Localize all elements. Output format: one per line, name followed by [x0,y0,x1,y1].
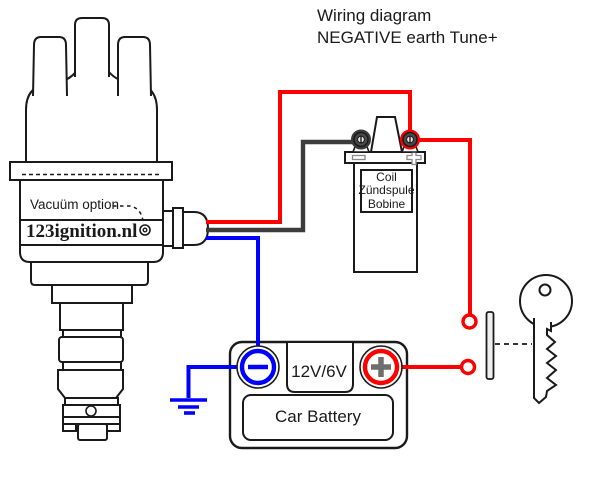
drive-base [62,416,121,425]
wires [186,90,472,398]
switch-lever-bar [485,311,495,380]
battery-positive-terminal [359,345,403,389]
switch-contacts [459,313,478,376]
shaft-block-d [58,336,124,363]
coil-positive-terminal [400,129,420,153]
shaft-block-a [51,284,133,304]
battery-voltage-label: 12V/6V [291,362,347,381]
shaft-pin-hole [85,405,97,417]
red-wire-distributor-to-coil [206,90,412,224]
shaft-ring-e [62,361,122,371]
ignition-coil [344,116,426,273]
coil-cap-bar [344,151,426,164]
coil-plus-emboss [406,149,422,166]
battery-name-label: Car Battery [275,407,361,426]
ground-symbol-icon [170,398,207,415]
coil-negative-terminal [351,129,371,153]
coil-label-line-1: Coil [376,169,397,184]
battery-terminals [236,345,403,389]
battery-negative-terminal [236,345,280,389]
red-wire-coil-to-switch [410,138,472,314]
distributor-brand-label: 123ignition.nl [26,221,138,242]
cap-tower-left [32,36,68,97]
vacuum-option-label: Vacuüm option [30,197,120,212]
coil-label-line-3: Bobine [367,196,406,211]
coil-terminals [351,129,420,153]
drive-dog [77,423,108,441]
plus-sign [371,357,391,377]
title-line-2: NEGATIVE earth Tune+ [317,28,498,47]
blue-wire-battery-to-ground [186,365,243,398]
connector-neck-2 [172,207,184,249]
shaft-block-b [59,302,124,331]
shaft-neck [30,261,149,286]
switch-contact-battery [459,358,477,376]
key-head [519,274,573,328]
drive-tab-left [62,423,77,432]
vacuum-pointer-dashes [113,205,144,222]
shaft-collar-g [64,397,119,406]
coil-label: Coil Zündspule Bobine [358,169,415,212]
battery-name-box [242,394,394,441]
title-line-1: Wiring diagram [317,6,432,25]
coil-label-box [360,169,413,213]
cap-flange [9,161,173,181]
connector-plug [182,211,210,246]
ignition-switch [485,311,532,380]
battery-voltage-tab [286,343,354,393]
drive-tab-right [106,423,121,432]
shaft-block-f [57,369,124,399]
blue-wire-distributor-to-battery [206,236,260,348]
switch-contact-coil [461,313,478,330]
vacuum-port-icon [139,224,151,236]
cap-tower-right [117,36,152,97]
coil-label-line-2: Zündspule [358,183,415,198]
cap-tower-center [74,17,110,77]
connector-neck-1 [162,210,174,247]
coil-ht-tower [369,116,404,153]
diagram-title: Wiring diagram NEGATIVE earth Tune+ [317,5,498,49]
coil-minus-emboss [351,154,366,161]
distributor [9,17,210,441]
shaft-ring-c [62,329,122,338]
key-blade [533,318,558,405]
black-wire-distributor-to-coil [206,139,357,233]
ignition-key-icon [519,274,573,405]
key-hole [538,283,552,297]
